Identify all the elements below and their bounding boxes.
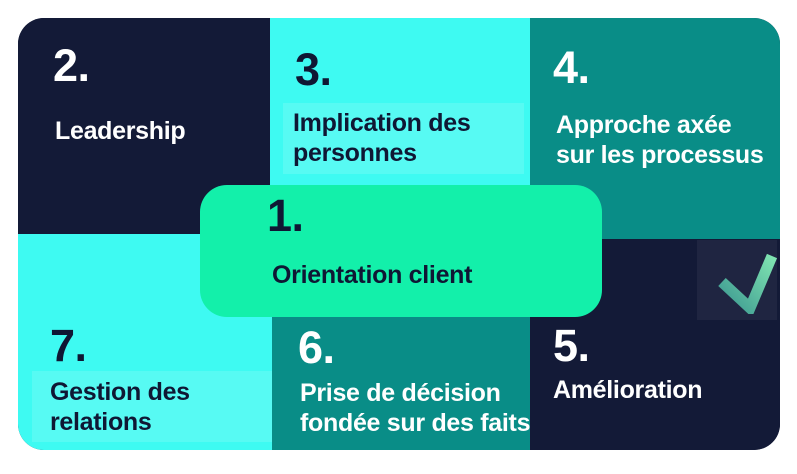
cell-label: Prise de décision fondée sur des faits [300, 379, 531, 437]
cell-label: Gestion des relations [50, 378, 190, 436]
logo-tile [697, 240, 777, 320]
cell-orientation-client: 1. Orientation client [200, 185, 602, 317]
cell-label: Amélioration [553, 376, 703, 404]
cell-label: Leadership [55, 117, 186, 145]
checkmark-icon [718, 253, 777, 314]
cell-number: 3. [295, 44, 332, 95]
cell-label: Approche axée sur les processus [556, 111, 764, 169]
label-highlight: Implication des personnes [283, 103, 524, 174]
cell-label: Orientation client [272, 261, 473, 289]
cell-number: 7. [50, 320, 87, 371]
label-highlight: Gestion des relations [32, 371, 272, 442]
cell-number: 4. [553, 42, 590, 93]
quality-principles-diagram: 2. Leadership 3. Implication des personn… [18, 18, 780, 450]
cell-label: Implication des personnes [293, 109, 471, 167]
cell-number: 5. [553, 320, 590, 371]
cell-number: 6. [298, 322, 335, 373]
cell-leadership: 2. Leadership [18, 18, 270, 234]
cell-number: 1. [267, 190, 304, 241]
cell-number: 2. [53, 40, 90, 91]
